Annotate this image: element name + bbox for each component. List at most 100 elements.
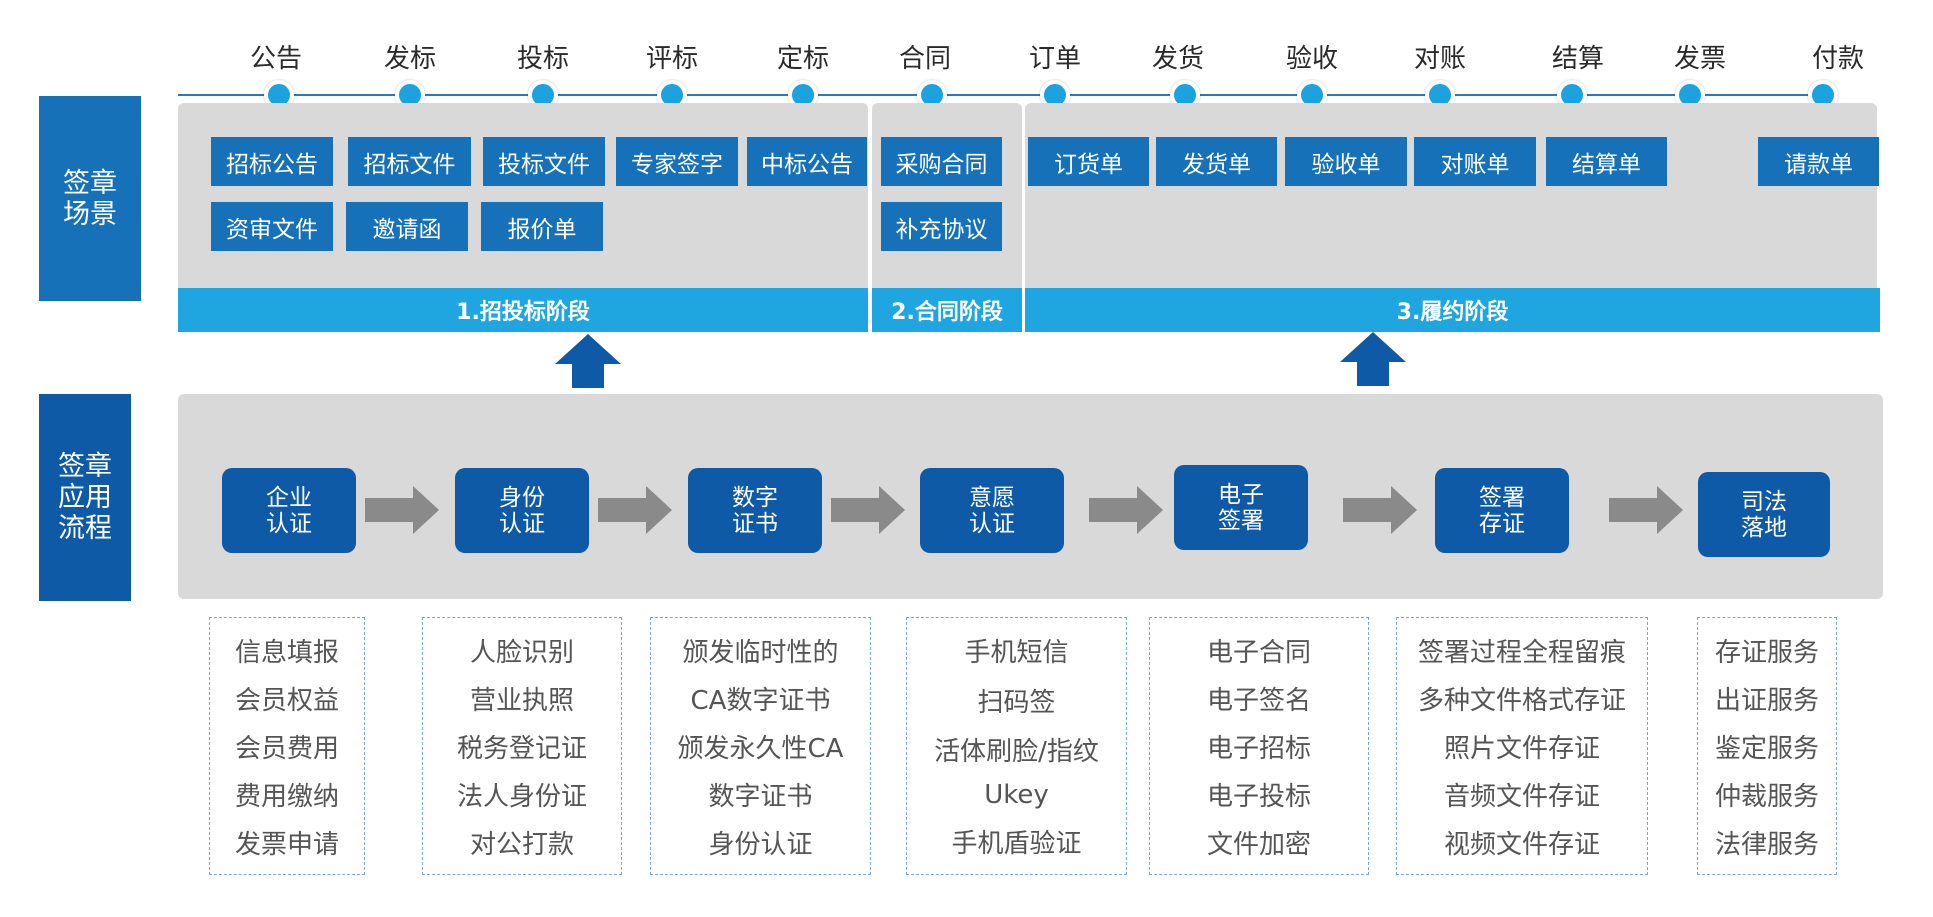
detail-item: 身份认证 <box>708 829 813 860</box>
timeline-label: 结算 <box>1551 44 1605 74</box>
detail-item: 信息填报 <box>234 637 339 668</box>
detail-box-esign: 电子合同 电子签名 电子招标 电子投标 文件加密 <box>1149 617 1369 875</box>
doc-quotation[interactable]: 报价单 <box>481 202 603 251</box>
step-identity-auth[interactable]: 身份认证 <box>455 468 589 553</box>
doc-expert-sign[interactable]: 专家签字 <box>616 137 738 186</box>
detail-box-willingness: 手机短信 扫码签 活体刷脸/指纹 Ukey 手机盾验证 <box>906 617 1127 875</box>
detail-item: 文件加密 <box>1206 829 1311 860</box>
detail-item: 对公打款 <box>469 829 574 860</box>
step-digital-cert[interactable]: 数字证书 <box>688 468 822 553</box>
timeline-label: 公告 <box>249 44 303 74</box>
timeline-label: 验收 <box>1285 44 1339 74</box>
step-label: 数字证书 <box>732 484 778 537</box>
scene-title: 签章场景 <box>63 167 117 230</box>
doc-invitation[interactable]: 邀请函 <box>346 202 468 251</box>
detail-item: 视频文件存证 <box>1443 829 1600 860</box>
perform-panel <box>1025 103 1877 303</box>
right-arrow-icon <box>1609 486 1683 534</box>
detail-item: 颁发临时性的 <box>682 637 839 668</box>
doc-payment-request[interactable]: 请款单 <box>1758 137 1879 186</box>
doc-bid-file[interactable]: 投标文件 <box>483 137 605 186</box>
step-label: 意愿认证 <box>969 484 1015 537</box>
up-arrow-icon <box>555 334 621 388</box>
detail-item: Ukey <box>984 780 1049 811</box>
detail-item: CA数字证书 <box>690 685 831 716</box>
step-label: 电子签署 <box>1218 481 1264 534</box>
detail-item: 仲裁服务 <box>1714 781 1819 812</box>
timeline-label: 发货 <box>1151 44 1205 74</box>
detail-item: 出证服务 <box>1714 685 1819 716</box>
doc-reconciliation[interactable]: 对账单 <box>1414 137 1536 186</box>
detail-item: 电子招标 <box>1206 733 1311 764</box>
timeline-label: 对账 <box>1413 44 1467 74</box>
detail-item: 存证服务 <box>1714 637 1819 668</box>
step-label: 身份认证 <box>499 484 545 537</box>
detail-item: 数字证书 <box>708 781 813 812</box>
detail-item: 税务登记证 <box>456 733 587 764</box>
step-willingness-auth[interactable]: 意愿认证 <box>920 468 1064 553</box>
detail-item: 颁发永久性CA <box>677 733 844 764</box>
detail-item: 手机短信 <box>964 638 1069 669</box>
step-label: 企业认证 <box>266 484 312 537</box>
detail-item: 电子签名 <box>1206 685 1311 716</box>
detail-item: 会员费用 <box>234 733 339 764</box>
detail-item: 法律服务 <box>1714 829 1819 860</box>
detail-box-identity: 人脸识别 营业执照 税务登记证 法人身份证 对公打款 <box>422 617 622 875</box>
detail-item: 照片文件存证 <box>1443 733 1600 764</box>
detail-item: 人脸识别 <box>469 637 574 668</box>
detail-box-judicial: 存证服务 出证服务 鉴定服务 仲裁服务 法律服务 <box>1697 617 1837 875</box>
step-enterprise-auth[interactable]: 企业认证 <box>222 468 356 553</box>
timeline-label: 合同 <box>898 44 952 74</box>
stage-perform: 3.履约阶段 <box>1025 288 1880 332</box>
step-judicial[interactable]: 司法落地 <box>1698 472 1830 557</box>
detail-item: 多种文件格式存证 <box>1417 685 1626 716</box>
right-arrow-icon <box>1089 486 1163 534</box>
detail-item: 音频文件存证 <box>1443 781 1600 812</box>
right-arrow-icon <box>598 486 672 534</box>
detail-item: 会员权益 <box>234 685 339 716</box>
timeline-label: 投标 <box>516 44 570 74</box>
doc-award-notice[interactable]: 中标公告 <box>747 137 867 186</box>
up-arrow-icon <box>1340 332 1406 386</box>
detail-item: 签署过程全程留痕 <box>1417 637 1626 668</box>
detail-box-evidence: 签署过程全程留痕 多种文件格式存证 照片文件存证 音频文件存证 视频文件存证 <box>1396 617 1648 875</box>
detail-box-enterprise: 信息填报 会员权益 会员费用 费用缴纳 发票申请 <box>209 617 365 875</box>
doc-acceptance[interactable]: 验收单 <box>1285 137 1407 186</box>
detail-item: 费用缴纳 <box>234 781 339 812</box>
right-arrow-icon <box>831 486 905 534</box>
detail-item: 扫码签 <box>977 687 1056 718</box>
step-sign-evidence[interactable]: 签署存证 <box>1435 468 1569 553</box>
doc-delivery[interactable]: 发货单 <box>1156 137 1277 186</box>
step-e-sign[interactable]: 电子签署 <box>1174 465 1308 550</box>
doc-purchase-contract[interactable]: 采购合同 <box>881 137 1002 186</box>
detail-item: 电子合同 <box>1206 637 1311 668</box>
doc-supplement[interactable]: 补充协议 <box>881 202 1002 251</box>
right-arrow-icon <box>365 486 439 534</box>
doc-tender-notice[interactable]: 招标公告 <box>211 137 333 186</box>
doc-order[interactable]: 订货单 <box>1028 137 1149 186</box>
detail-item: 法人身份证 <box>456 781 587 812</box>
detail-box-cert: 颁发临时性的 CA数字证书 颁发永久性CA 数字证书 身份认证 <box>650 617 871 875</box>
detail-item: 手机盾验证 <box>951 828 1082 859</box>
step-label: 司法落地 <box>1741 488 1787 541</box>
detail-item: 鉴定服务 <box>1714 733 1819 764</box>
scene-title-box: 签章场景 <box>39 96 141 301</box>
timeline-label: 定标 <box>776 44 830 74</box>
process-title: 签章应用流程 <box>58 451 112 544</box>
right-arrow-icon <box>1343 486 1417 534</box>
stage-tender: 1.招投标阶段 <box>178 288 868 332</box>
doc-qualification[interactable]: 资审文件 <box>211 202 333 251</box>
detail-item: 营业执照 <box>469 685 574 716</box>
timeline-label: 评标 <box>645 44 699 74</box>
doc-tender-file[interactable]: 招标文件 <box>348 137 471 186</box>
timeline-label: 发票 <box>1673 44 1727 74</box>
detail-item: 电子投标 <box>1206 781 1311 812</box>
timeline-label: 订单 <box>1028 44 1082 74</box>
step-label: 签署存证 <box>1479 484 1525 537</box>
process-title-box: 签章应用流程 <box>39 394 131 601</box>
detail-item: 发票申请 <box>234 829 339 860</box>
detail-item: 活体刷脸/指纹 <box>934 736 1099 767</box>
doc-settlement[interactable]: 结算单 <box>1546 137 1667 186</box>
timeline-line <box>178 94 1836 96</box>
timeline-label: 发标 <box>383 44 437 74</box>
